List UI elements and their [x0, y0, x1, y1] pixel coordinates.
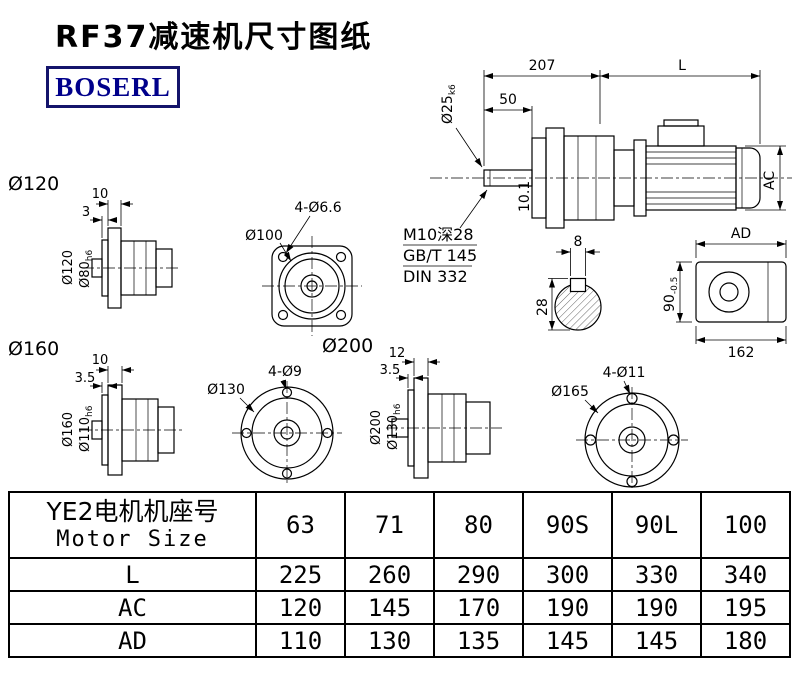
- bolt-hole: [335, 251, 347, 263]
- size-col-90l: 90L: [611, 491, 702, 559]
- header-chinese: YE2电机机座号: [46, 496, 219, 526]
- motor-body: [633, 119, 761, 217]
- cell-L-5: 340: [700, 557, 791, 592]
- cell-L-4: 330: [611, 557, 702, 592]
- gearbox-housing: [531, 127, 635, 229]
- motor-end-view: AD 162 90-0.5: [662, 226, 787, 361]
- cell-AD-3: 145: [522, 623, 613, 658]
- note-gb-standard: GB/T 145: [403, 246, 477, 265]
- cell-L-2: 290: [433, 557, 524, 592]
- bolt-hole: [335, 309, 347, 321]
- flange130-holes: 4-Ø9: [268, 364, 302, 380]
- flange160-spigot-dia: Ø110h6: [78, 405, 95, 452]
- cell-AC-5: 195: [700, 590, 791, 625]
- round-flange-130-view: Ø130 4-Ø9: [207, 364, 342, 485]
- technical-drawing: 207 L 50 Ø25k6 10.1 AC M10深28 GB/T 145 D…: [8, 58, 792, 488]
- dim-flange120-spigot: 3: [82, 205, 90, 220]
- table-row-AC: AC 120 145 170 190 190 195: [8, 590, 791, 625]
- cell-AD-0: 110: [255, 623, 346, 658]
- dim-flange200-thickness: 12: [389, 346, 406, 361]
- dim-50: 50: [499, 92, 517, 108]
- flange-160-view: Ø160 10 3.5 Ø160 Ø110h6: [8, 338, 184, 476]
- cell-L-1: 260: [344, 557, 435, 592]
- motor-size-table: YE2电机机座号 Motor Size 63 71 80 90S 90L 100…: [8, 491, 791, 658]
- table-row-AD: AD 110 130 135 145 145 180: [8, 623, 791, 658]
- dim-L: L: [678, 58, 686, 74]
- dim-AD: AD: [731, 226, 751, 242]
- size-col-71: 71: [344, 491, 435, 559]
- dim-key-height: 28: [535, 298, 551, 316]
- table-row-L: L 225 260 290 300 330 340: [8, 557, 791, 592]
- dim-90-tol: 90-0.5: [662, 277, 680, 312]
- dim-207: 207: [529, 58, 556, 74]
- dim-flange120-thickness: 10: [92, 187, 109, 202]
- cell-AC-4: 190: [611, 590, 702, 625]
- dim-key-width: 8: [574, 234, 583, 250]
- terminal-box: [657, 125, 705, 147]
- key-profile: [569, 277, 587, 293]
- bolt-hole: [277, 309, 289, 321]
- note-tap: M10深28: [403, 225, 474, 244]
- flange130-dia: Ø130: [207, 382, 245, 398]
- flange200-spigot-dia: Ø130h6: [386, 403, 403, 450]
- motor-end-outline: [695, 261, 787, 323]
- cell-L-3: 300: [522, 557, 613, 592]
- page-title: RF37减速机尺寸图纸: [55, 20, 373, 55]
- logo-text: BOSERL: [55, 71, 171, 102]
- cell-L-0: 225: [255, 557, 346, 592]
- size-col-100: 100: [700, 491, 791, 559]
- boserl-logo-box: BOSERL: [46, 66, 180, 108]
- cell-AD-4: 145: [611, 623, 702, 658]
- row-label-L: L: [8, 557, 257, 592]
- note-din-standard: DIN 332: [403, 267, 468, 286]
- square-flange-dia: Ø100: [245, 228, 283, 244]
- cell-AD-5: 180: [700, 623, 791, 658]
- header-english: Motor Size: [56, 526, 209, 552]
- main-assembly-view: 207 L 50 Ø25k6 10.1 AC: [430, 58, 792, 229]
- cell-AC-3: 190: [522, 590, 613, 625]
- size-col-63: 63: [255, 491, 346, 559]
- shaft-key-section: 8 28: [535, 234, 602, 331]
- dim-AC: AC: [762, 171, 778, 190]
- flange165-dia: Ø165: [551, 384, 589, 400]
- section-label-120: Ø120: [8, 173, 59, 195]
- cell-AD-2: 135: [433, 623, 524, 658]
- bolt-hole: [277, 251, 289, 263]
- square-flange-view: Ø100 4-Ø6.6: [245, 200, 362, 336]
- section-label-160: Ø160: [8, 338, 59, 360]
- size-col-90s: 90S: [522, 491, 613, 559]
- table-header-row: YE2电机机座号 Motor Size 63 71 80 90S 90L 100: [8, 491, 791, 559]
- thread-notes: M10深28 GB/T 145 DIN 332: [403, 189, 488, 286]
- row-label-AD: AD: [8, 623, 257, 658]
- flange120-spigot-dia: Ø80h6: [78, 250, 95, 288]
- section-label-200: Ø200: [322, 335, 373, 357]
- shaft-diameter-label: Ø25k6: [440, 84, 458, 124]
- cell-AD-1: 130: [344, 623, 435, 658]
- flange165-holes: 4-Ø11: [603, 365, 646, 381]
- cell-AC-2: 170: [433, 590, 524, 625]
- flange200-outer-dia: Ø200: [369, 410, 384, 445]
- motor-size-header-cell: YE2电机机座号 Motor Size: [8, 491, 257, 559]
- cell-AC-1: 145: [344, 590, 435, 625]
- row-label-AC: AC: [8, 590, 257, 625]
- flange120-outer-dia: Ø120: [61, 250, 76, 285]
- fan-cowl: [735, 147, 761, 209]
- dim-flange160-thickness: 10: [92, 353, 109, 368]
- square-flange-holes: 4-Ø6.6: [294, 200, 341, 216]
- flange160-outer-dia: Ø160: [61, 412, 76, 447]
- flange-200-view: Ø200 12 3.5 Ø200 Ø130h6: [322, 335, 502, 479]
- flange-120-view: Ø120 10 3 Ø120 Ø80h6: [8, 173, 180, 309]
- size-col-80: 80: [433, 491, 524, 559]
- dim-flange160-spigot: 3.5: [75, 371, 96, 386]
- dim-162: 162: [728, 345, 755, 361]
- round-flange-165-view: Ø165 4-Ø11: [551, 365, 688, 488]
- cell-AC-0: 120: [255, 590, 346, 625]
- dim-10-1: 10.1: [517, 181, 533, 212]
- dim-flange200-spigot: 3.5: [380, 363, 401, 378]
